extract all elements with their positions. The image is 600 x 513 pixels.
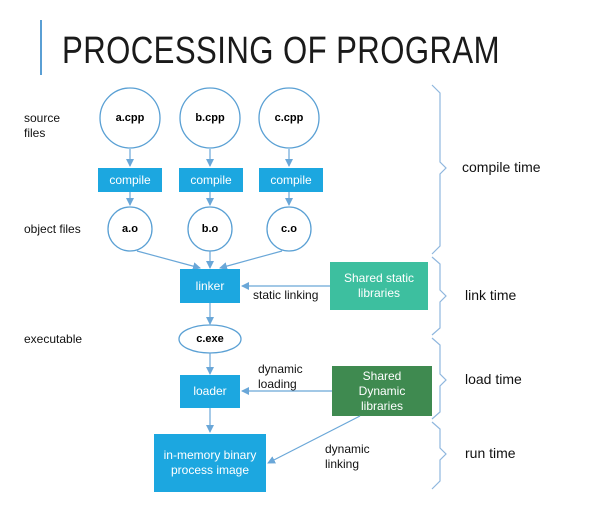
phase-compile-time: compile time [462,159,541,175]
compile-a-label: compile [109,172,151,187]
dynamic-loading-label: dynamic loading [258,362,318,392]
object-b-label: b.o [201,223,219,235]
source-b-label: b.cpp [195,112,225,124]
source-node-b [179,87,241,149]
bracket-compile-time [431,84,447,255]
shared-static-libraries-box [330,262,428,310]
executable-label: c.exe [196,333,224,345]
dynamic-linking-text: dynamic linking [325,442,370,471]
source-c-label: c.cpp [274,112,304,124]
edge-object-c-linker [219,250,283,271]
label-source-files: source files [24,111,74,141]
source-a-label: a.cpp [115,112,145,124]
bracket-link-time [431,256,447,336]
phase-run-time: run time [465,445,516,461]
loader-box [180,375,240,408]
object-a-label: a.o [122,223,138,235]
object-c-label: c.o [281,223,297,235]
phase-link-time: link time [465,287,517,303]
title-accent-bar [40,20,42,75]
shared-dynamic-libraries-box [332,366,432,416]
compile-b-label: compile [190,172,232,187]
edge-dynamic-linking [267,415,361,464]
compile-box-b [179,168,243,192]
object-node-a [107,206,153,252]
process-image-box [154,434,266,492]
process-image-label: in-memory binary process image [163,448,257,477]
linker-box [180,269,240,303]
label-executable: executable [24,332,83,346]
label-source-files-text: source files [24,111,61,140]
static-linking-label: static linking [253,288,319,302]
shared-dynamic-libraries-label: Shared Dynamic libraries [358,368,406,413]
compile-c-label: compile [270,172,312,187]
compile-box-c [259,168,323,192]
diagram-title: PROCESSING OF PROGRAM [62,30,500,72]
compile-box-a [98,168,162,192]
shared-static-libraries-label: Shared static libraries [343,271,415,300]
bracket-run-time [431,421,447,490]
phase-load-time: load time [465,371,522,387]
label-object-files: object files [24,222,81,236]
linker-label: linker [195,278,225,293]
source-node-a [99,87,161,149]
dynamic-linking-label: dynamic linking [325,442,385,472]
dynamic-loading-text: dynamic loading [258,362,303,391]
edge-object-a-linker [136,250,201,271]
loader-label: loader [193,384,227,398]
bracket-load-time [431,337,447,420]
object-node-c [266,206,312,252]
source-node-c [258,87,320,149]
